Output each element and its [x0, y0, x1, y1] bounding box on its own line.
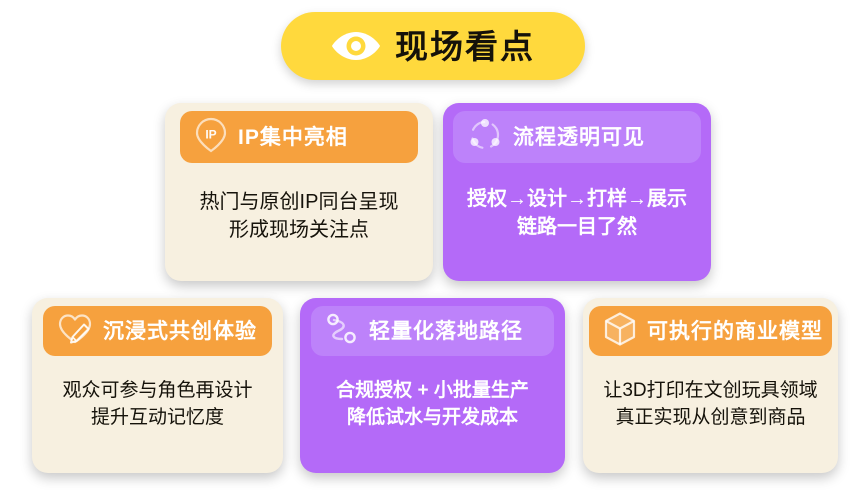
card-path-header: 轻量化落地路径: [311, 306, 554, 356]
heart-pencil-icon: [57, 312, 93, 351]
eye-icon: [331, 29, 381, 63]
ip-location-pin-icon: IP: [194, 116, 228, 159]
card-ip[interactable]: IP IP集中亮相 热门与原创IP同台呈现 形成现场关注点: [165, 103, 433, 281]
process-cycle-icon: [467, 117, 503, 158]
card-immersive[interactable]: 沉浸式共创体验 观众可参与角色再设计 提升互动记忆度: [32, 298, 283, 473]
card-immersive-header: 沉浸式共创体验: [43, 306, 272, 356]
card-path-title: 轻量化落地路径: [369, 319, 523, 343]
card-ip-title: IP集中亮相: [238, 125, 348, 149]
card-immersive-body: 观众可参与角色再设计 提升互动记忆度: [62, 380, 253, 428]
section-header-badge: 现场看点: [281, 12, 585, 80]
card-business-body: 让3D打印在文创玩具领域 真正实现从创意到商品: [603, 380, 818, 428]
card-business[interactable]: 可执行的商业模型 让3D打印在文创玩具领域 真正实现从创意到商品: [583, 298, 838, 473]
card-business-header: 可执行的商业模型: [589, 306, 832, 356]
page-title: 现场看点: [395, 27, 535, 65]
svg-text:IP: IP: [205, 127, 216, 141]
card-ip-header: IP IP集中亮相: [180, 111, 418, 163]
card-process[interactable]: 流程透明可见 授权→设计→打样→展示 链路一目了然: [443, 103, 711, 281]
card-business-title: 可执行的商业模型: [647, 319, 823, 343]
card-path[interactable]: 轻量化落地路径 合规授权 + 小批量生产 降低试水与开发成本: [300, 298, 565, 473]
card-path-body: 合规授权 + 小批量生产 降低试水与开发成本: [336, 380, 529, 428]
card-process-header: 流程透明可见: [453, 111, 701, 163]
card-process-title: 流程透明可见: [513, 125, 645, 149]
node-path-icon: [325, 312, 359, 351]
card-immersive-title: 沉浸式共创体验: [103, 319, 257, 343]
cube-box-icon: [603, 311, 637, 352]
card-process-body: 授权→设计→打样→展示 链路一目了然: [467, 188, 687, 239]
card-ip-body: 热门与原创IP同台呈现 形成现场关注点: [199, 191, 399, 242]
